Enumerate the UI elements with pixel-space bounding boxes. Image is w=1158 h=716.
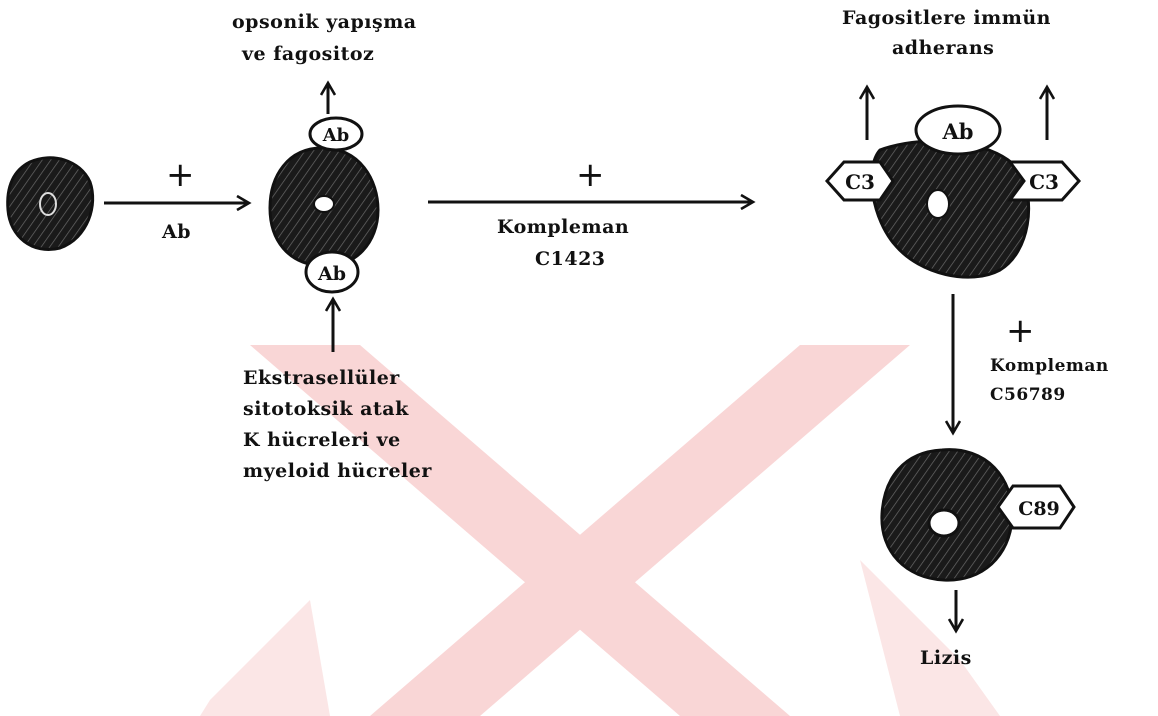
plus-sign-antibody: + [166,158,195,192]
cytotoxic-label-line2: sitotoksik atak [243,397,409,421]
complement-c1423-label-line1: Kompleman [497,215,629,239]
cytotoxic-label-line1: Ekstrasellüler [243,366,400,390]
c3-tag-left-label: C3 [845,170,875,194]
antibody-tag-c3-cell: Ab [916,106,1000,154]
antibody-tag-bottom: Ab [306,252,358,292]
antibody-tag-top: Ab [310,118,362,150]
plus-sign-complement-c1423: + [576,158,605,192]
cytotoxic-label-line4: myeloid hücreler [243,459,432,483]
c3-tag-left: C3 [827,162,893,200]
opsonization-label-line2: ve fagositoz [242,42,374,66]
c89-coated-cell [882,450,1012,580]
c89-tag-label: C89 [1018,498,1060,520]
antibody-coated-cell [270,148,378,266]
immune-adherence-label-line1: Fagositlere immün [842,6,1051,30]
complement-c56789-label-line1: Kompleman [990,356,1109,376]
c89-tag: C89 [998,486,1074,528]
antibody-tag-bottom-label: Ab [317,263,346,285]
lysis-label: Lizis [920,646,972,670]
immune-adherence-label-line2: adherans [892,36,994,60]
antibody-tag-top-label: Ab [322,125,350,146]
complement-c1423-label-line2: C1423 [535,247,606,271]
cytotoxic-label-line3: K hücreleri ve [243,428,401,452]
antibody-arrow-label: Ab [162,220,191,244]
c3-tag-right-label: C3 [1029,170,1059,194]
plus-sign-complement-c56789: + [1006,314,1035,348]
opsonization-label-line1: opsonik yapışma [232,10,417,34]
target-cell [8,158,93,250]
antibody-tag-c3-cell-label: Ab [942,119,974,144]
complement-c56789-label-line2: C56789 [990,385,1066,405]
c3-coated-cell [872,141,1029,277]
